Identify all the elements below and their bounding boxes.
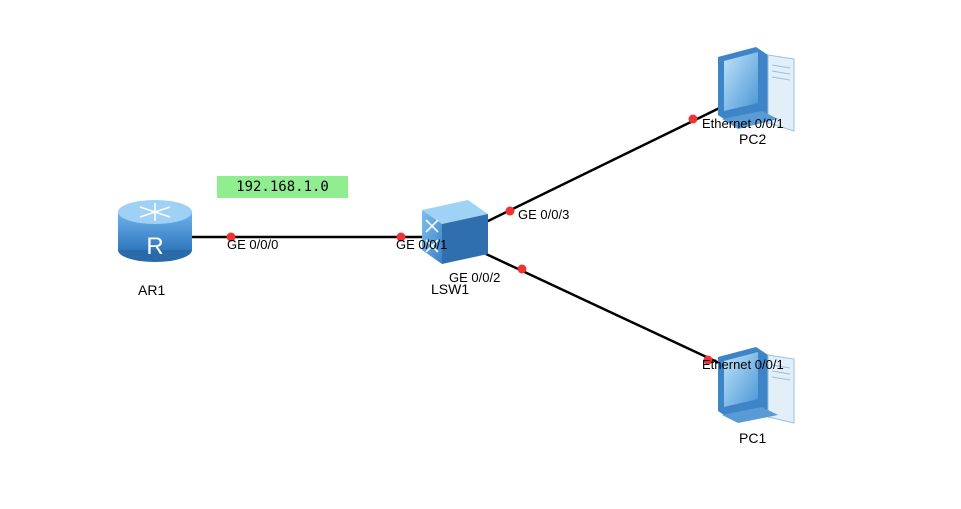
port-dot-lsw1-ge001[interactable] — [396, 232, 406, 242]
subnet-label: 192.168.1.0 — [217, 176, 348, 198]
port-dot-lsw1-ge002[interactable] — [517, 264, 527, 274]
device-name-ar1: AR1 — [138, 282, 166, 298]
device-name-pc1: PC1 — [739, 430, 767, 446]
switch-icon[interactable] — [422, 200, 488, 264]
port-label-pc1-eth: Ethernet 0/0/1 — [702, 357, 784, 372]
pc-icon[interactable] — [718, 47, 795, 132]
port-label-ar1-ge000: GE 0/0/0 — [227, 237, 279, 252]
port-label-pc2-eth: Ethernet 0/0/1 — [702, 116, 784, 131]
device-name-pc2: PC2 — [739, 131, 767, 147]
pc-icon[interactable] — [718, 347, 795, 424]
port-dot-pc2-eth[interactable] — [688, 114, 698, 124]
router-icon[interactable]: R — [118, 200, 192, 262]
link-lsw1-pc2[interactable] — [485, 96, 741, 224]
port-label-lsw1-ge003: GE 0/0/3 — [518, 207, 570, 222]
link-lsw1-pc1[interactable] — [485, 252, 731, 370]
port-dot-ar1-ge000[interactable] — [226, 232, 236, 242]
port-label-lsw1-ge002: GE 0/0/2 — [449, 270, 501, 285]
svg-text:R: R — [146, 233, 163, 260]
port-dot-pc1-eth[interactable] — [703, 355, 713, 365]
port-dot-lsw1-ge003[interactable] — [505, 206, 515, 216]
device-name-lsw1: LSW1 — [431, 281, 470, 297]
port-label-lsw1-ge001: GE 0/0/1 — [396, 237, 448, 252]
